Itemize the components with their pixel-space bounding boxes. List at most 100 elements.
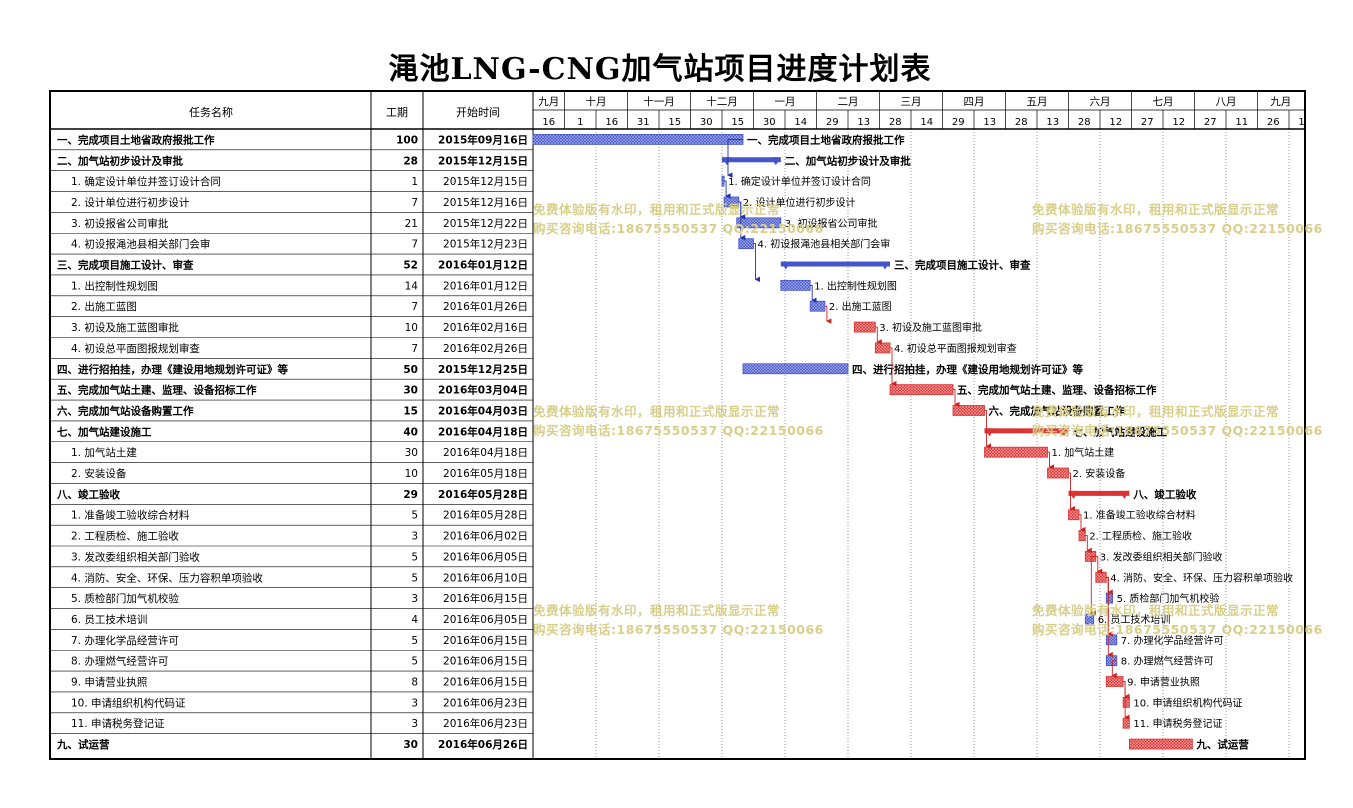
summary-bar-end-right <box>1119 490 1130 499</box>
day-tick-label: 11 <box>1235 117 1248 128</box>
task-name-cell: 10. 申请组织机构代码证 <box>71 696 186 709</box>
task-duration-cell: 5 <box>411 510 418 522</box>
task-bar-label: 7. 办理化学品经营许可 <box>1121 634 1224 647</box>
task-duration-cell: 30 <box>405 447 418 459</box>
day-tick-label: 31 <box>637 117 650 128</box>
task-start-cell: 2016年06月15日 <box>443 676 528 689</box>
task-bar-label: 1. 出控制性规划图 <box>814 279 897 292</box>
task-duration-cell: 5 <box>411 635 418 647</box>
day-tick-label: 29 <box>826 117 839 128</box>
header-duration: 工期 <box>386 106 408 119</box>
task-duration-cell: 28 <box>403 155 418 167</box>
task-start-cell: 2015年12月22日 <box>443 217 528 230</box>
task-name-cell: 4. 初设总平面图报规划审查 <box>71 342 200 355</box>
task-name-cell: 7. 办理化学品经营许可 <box>71 634 179 647</box>
day-tick-label: 14 <box>794 117 807 128</box>
task-start-cell: 2016年06月23日 <box>443 717 528 730</box>
month-label: 一月 <box>775 96 796 108</box>
task-name-cell: 二、加气站初步设计及审批 <box>57 154 183 167</box>
task-bar-label: 2. 工程质检、施工验收 <box>1089 530 1192 543</box>
summary-bar <box>1068 490 1130 496</box>
month-label: 三月 <box>901 96 922 108</box>
task-bar <box>532 134 744 145</box>
day-tick-label: 12 <box>1109 117 1122 128</box>
task-start-cell: 2016年06月15日 <box>443 655 528 668</box>
day-tick-label: 27 <box>1204 117 1217 128</box>
task-bar-label: 二、加气站初步设计及审批 <box>785 154 911 167</box>
header-start: 开始时间 <box>456 105 500 119</box>
task-duration-cell: 1 <box>411 176 418 188</box>
task-bar <box>889 384 954 396</box>
task-name-cell: 11. 申请税务登记证 <box>71 717 165 730</box>
day-tick-label: 27 <box>1141 117 1154 128</box>
task-start-cell: 2016年01月12日 <box>438 259 528 272</box>
task-name-cell: 4. 初设报渑池县相关部门会审 <box>71 238 210 251</box>
task-name-cell: 3. 初设及施工蓝图审批 <box>71 321 179 334</box>
task-start-cell: 2016年06月26日 <box>438 738 528 751</box>
dependency-link <box>1068 472 1075 512</box>
task-duration-cell: 3 <box>411 531 418 543</box>
task-duration-cell: 15 <box>403 405 418 417</box>
task-bar <box>1078 530 1086 541</box>
task-bar <box>952 405 985 416</box>
month-label: 九月 <box>538 96 559 108</box>
day-tick-label: 13 <box>857 117 870 128</box>
task-start-cell: 2016年05月28日 <box>438 488 528 501</box>
task-start-cell: 2016年01月12日 <box>443 279 528 292</box>
dependency-link <box>724 180 731 199</box>
task-name-cell: 九、试运营 <box>56 738 110 751</box>
page-title: 渑池LNG-CNG加气站项目进度计划表 <box>388 52 932 87</box>
task-bar-label: 5. 质检部门加气机校验 <box>1117 592 1220 605</box>
task-start-cell: 2016年03月04日 <box>438 384 528 397</box>
day-tick-label: 30 <box>763 117 776 128</box>
month-label: 八月 <box>1216 96 1237 108</box>
day-tick-label: 13 <box>983 117 996 128</box>
month-label: 六月 <box>1090 96 1111 108</box>
day-tick-label: 28 <box>889 117 902 128</box>
month-label: 十一月 <box>643 95 675 108</box>
task-duration-cell: 14 <box>405 280 419 292</box>
task-duration-cell: 5 <box>411 551 418 563</box>
task-duration-cell: 5 <box>411 656 418 668</box>
dependency-link <box>810 284 817 303</box>
task-name-cell: 1. 确定设计单位并签订设计合同 <box>71 175 221 188</box>
task-start-cell: 2016年06月05日 <box>443 550 528 563</box>
task-bar-label: 4. 初设总平面图报规划审查 <box>894 342 1017 355</box>
task-name-cell: 8. 办理燃气经营许可 <box>71 655 168 668</box>
task-name-cell: 2. 出施工蓝图 <box>71 300 137 313</box>
task-start-cell: 2016年05月18日 <box>443 467 528 480</box>
task-start-cell: 2016年04月18日 <box>438 425 528 438</box>
day-tick-label: 13 <box>1046 117 1059 128</box>
task-duration-cell: 8 <box>411 677 418 689</box>
dependency-link <box>824 305 832 324</box>
task-duration-cell: 30 <box>403 739 418 751</box>
dependency-link <box>1095 555 1103 574</box>
task-start-cell: 2015年12月23日 <box>443 238 528 251</box>
task-start-cell: 2016年06月15日 <box>443 634 528 647</box>
task-bar-label: 8. 办理燃气经营许可 <box>1121 655 1214 668</box>
task-bar <box>723 196 740 208</box>
task-bar <box>738 238 754 250</box>
task-bar-label: 2. 安装设备 <box>1073 467 1126 480</box>
day-tick-label: 16 <box>542 117 555 128</box>
task-bar-label: 9. 申请营业执照 <box>1127 676 1200 689</box>
month-label: 十二月 <box>706 95 738 108</box>
month-label: 四月 <box>964 96 985 108</box>
task-start-cell: 2016年01月26日 <box>443 300 528 313</box>
task-name-cell: 五、完成加气站土建、监理、设备招标工作 <box>57 384 257 397</box>
summary-bar-end-right <box>1058 428 1069 437</box>
task-bar-label: 2. 设计单位进行初步设计 <box>743 196 856 209</box>
dependency-link <box>953 389 960 408</box>
dependency-link <box>753 243 760 283</box>
day-tick-label: 10 <box>1298 117 1304 128</box>
day-tick-label: 12 <box>1172 117 1185 128</box>
task-name-cell: 三、完成项目施工设计、审查 <box>57 259 194 272</box>
month-label: 五月 <box>1027 96 1048 108</box>
task-bar <box>874 342 891 354</box>
task-bar-label: 1. 准备竣工验收综合材料 <box>1083 509 1196 522</box>
task-start-cell: 2016年02月16日 <box>443 321 528 334</box>
task-start-cell: 2016年04月03日 <box>438 404 528 417</box>
task-bar <box>780 279 811 291</box>
task-bar <box>1129 738 1193 750</box>
dependency-link <box>1079 514 1086 533</box>
